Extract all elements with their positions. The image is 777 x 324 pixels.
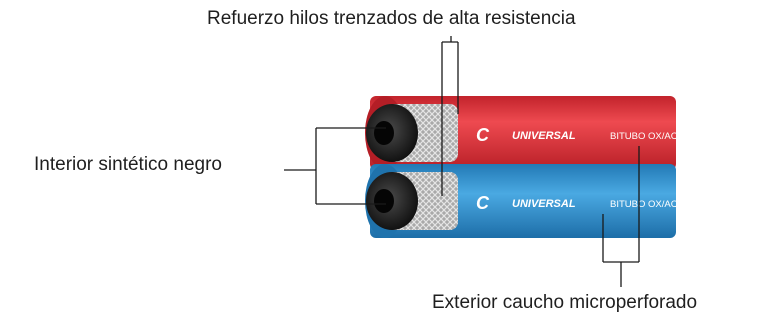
blue-hose: C UNIVERSAL BITUBO OX/AC <box>365 164 678 238</box>
callout-exterior: Exterior caucho microperforado <box>432 292 698 313</box>
leader-lines <box>284 36 640 287</box>
red-hose-bore <box>374 121 394 145</box>
callout-reinforcement: Refuerzo hilos trenzados de alta resiste… <box>207 8 576 29</box>
leader-interior <box>284 127 386 205</box>
blue-hose-bore <box>374 189 394 213</box>
red-hose: C UNIVERSAL BITUBO OX/AC <box>365 96 678 170</box>
blue-hose-model: BITUBO OX/AC <box>610 199 678 210</box>
leader-exterior <box>602 146 640 287</box>
callout-interior: Interior sintético negro <box>34 154 222 175</box>
red-hose-logo: C <box>476 125 490 145</box>
leader-reinforcement <box>441 36 459 128</box>
red-hose-brand: UNIVERSAL <box>512 130 576 142</box>
red-hose-model: BITUBO OX/AC <box>610 131 678 142</box>
blue-hose-brand: UNIVERSAL <box>512 198 576 210</box>
blue-hose-logo: C <box>476 193 490 213</box>
